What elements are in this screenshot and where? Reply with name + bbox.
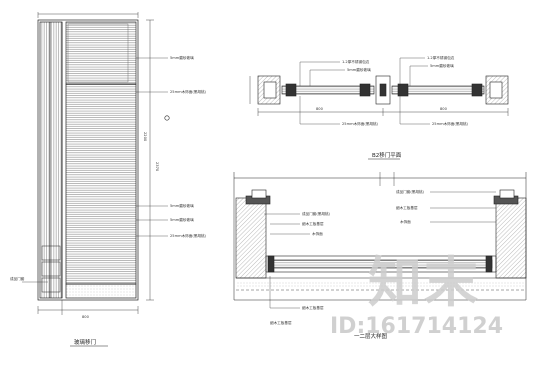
elev-callout-4: 5mm磨砂玻璃: [170, 217, 194, 222]
elevation-caption: 玻璃移门: [74, 338, 96, 346]
detail-note-7: 细木工板基层: [302, 305, 324, 310]
plan-note-6: 25mm木饰面(黑胡桃): [432, 121, 469, 126]
plan-note-2: 5mm磨砂玻璃: [347, 67, 371, 72]
detail-note-2: 细木工板基层: [302, 221, 324, 226]
plan-caption: B2移门平面: [372, 151, 402, 159]
elev-dim-height: 2200: [143, 132, 147, 142]
detail-caption: 一二层大样图: [354, 332, 388, 340]
elev-left-note: 成品门套: [10, 276, 25, 281]
elev-callout-3: 5mm磨砂玻璃: [170, 203, 194, 208]
elev-callout-2: 25mm木饰面(黑胡桃): [170, 89, 207, 94]
elev-callout-1: 5mm磨砂玻璃: [170, 55, 194, 60]
detail-note-3: 木饰面: [312, 231, 323, 236]
elev-dim-width: 800: [82, 315, 90, 319]
plan-note-4: 5mm磨砂玻璃: [430, 63, 454, 68]
detail-note-1: 成品门套(黑胡桃): [302, 211, 331, 216]
plan-note-3: 1.2厚不锈钢包边: [427, 55, 455, 60]
plan-note-1: 1.2厚不锈钢包边: [342, 59, 370, 64]
detail-note-6: 木饰面: [400, 219, 411, 224]
plan-dim-1: 800: [316, 107, 324, 111]
elev-callout-5: 25mm木饰面(黑胡桃): [170, 233, 207, 238]
elev-dim-right: 2370: [155, 162, 159, 172]
section-detail: [233, 172, 527, 309]
plan-dim-2: 800: [440, 107, 448, 111]
plan-note-5: 25mm木饰面(黑胡桃): [342, 121, 379, 126]
detail-note-5: 细木工板基层: [396, 205, 418, 210]
watermark-logo: 知末: [368, 251, 480, 314]
detail-note-4: 成品门套(黑胡桃): [396, 189, 425, 194]
door-plan: [249, 57, 509, 125]
watermark-id: ID:161714124: [330, 314, 504, 339]
detail-note-8: 细木工板基层: [270, 320, 292, 325]
door-elevation: [22, 12, 170, 315]
